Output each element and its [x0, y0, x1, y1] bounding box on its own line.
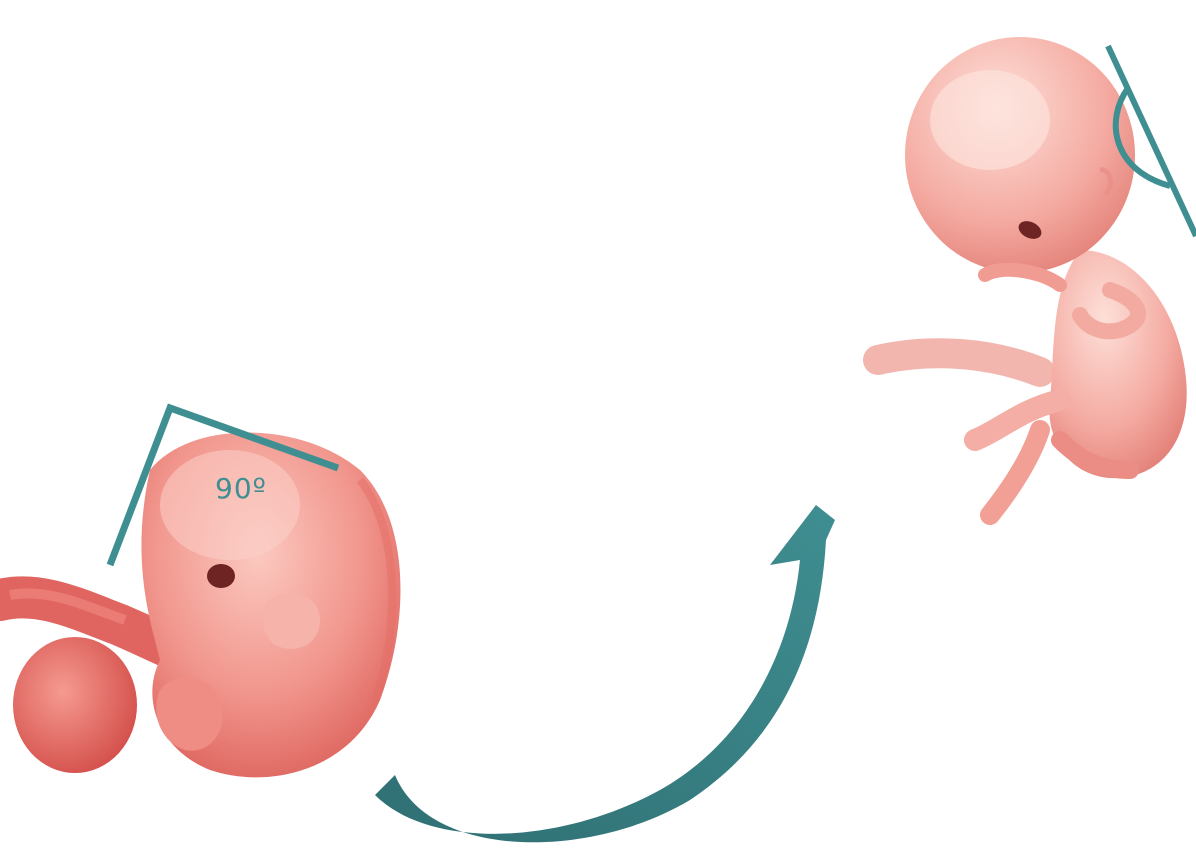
transition-arrow: [375, 505, 835, 842]
early-embryo-figure: [0, 433, 400, 778]
angle-label-90: 90º: [215, 472, 267, 505]
later-fetus-figure: [878, 37, 1187, 515]
